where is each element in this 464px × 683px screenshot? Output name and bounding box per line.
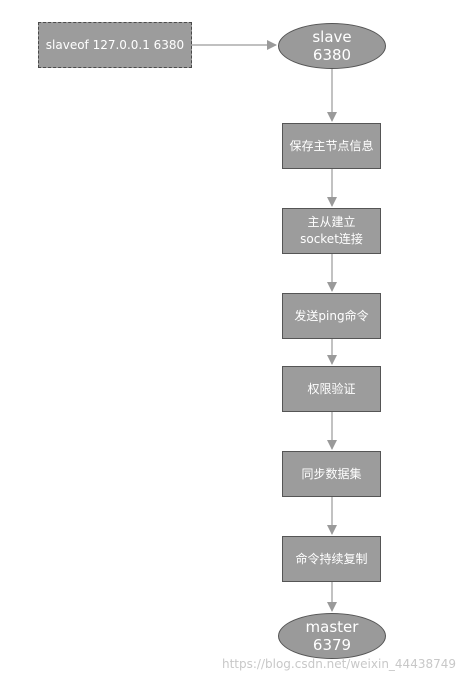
master-node-port: 6379 (312, 636, 352, 654)
watermark: https://blog.csdn.net/weixin_44438749 (221, 657, 456, 671)
slaveof-command-box: slaveof 127.0.0.1 6380 (38, 22, 192, 68)
slave-node-label: slave (312, 28, 352, 46)
slave-node: slave 6380 (278, 23, 386, 69)
step-establish-socket: 主从建立socket连接 (282, 208, 381, 254)
step-save-master-info: 保存主节点信息 (282, 123, 381, 169)
master-node: master 6379 (278, 613, 386, 659)
step-sync-dataset: 同步数据集 (282, 451, 381, 497)
step-command-replication: 命令持续复制 (282, 536, 381, 582)
slave-node-port: 6380 (312, 46, 352, 64)
step-send-ping: 发送ping命令 (282, 293, 381, 339)
master-node-label: master (305, 618, 359, 636)
step-auth-check: 权限验证 (282, 366, 381, 412)
